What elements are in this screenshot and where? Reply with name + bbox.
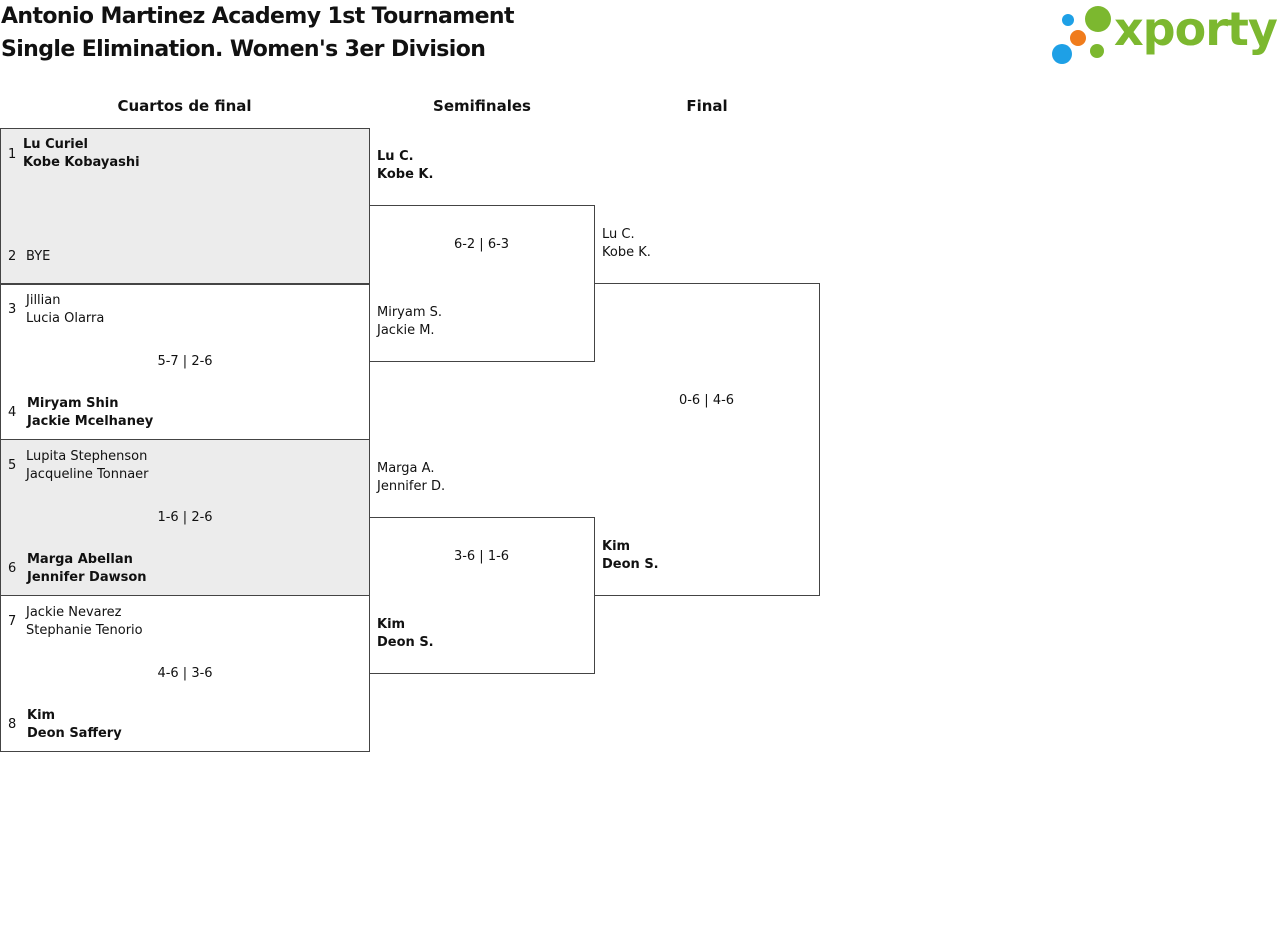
player-name: Lu C. — [377, 149, 414, 164]
seed-number: 2 — [8, 249, 17, 264]
player-name: Kim — [602, 539, 631, 554]
semifinal-2-team-bottom: Kim Deon S. — [377, 616, 434, 652]
team-bottom: Kim Deon Saffery — [27, 707, 122, 743]
semifinal-1-team-top: Lu C. Kobe K. — [377, 148, 433, 184]
player-name: Lu C. — [602, 227, 635, 242]
player-name: Stephanie Tenorio — [26, 623, 143, 638]
player-name: BYE — [26, 249, 51, 264]
player-name: Miryam S. — [377, 305, 443, 320]
quarterfinal-match-4[interactable]: 7 Jackie Nevarez Stephanie Tenorio 4-6 |… — [0, 595, 370, 752]
player-name: Jennifer D. — [377, 479, 446, 494]
team-top: Jackie Nevarez Stephanie Tenorio — [26, 604, 143, 640]
logo-dot-blue-small — [1062, 14, 1074, 26]
quarterfinal-match-1[interactable]: 1 Lu Curiel Kobe Kobayashi 2 BYE — [0, 128, 370, 285]
team-top: Lupita Stephenson Jacqueline Tonnaer — [26, 448, 149, 484]
final-match[interactable]: 0-6 | 4-6 — [594, 283, 820, 596]
player-name: Lucia Olarra — [26, 311, 105, 326]
player-name: Jacqueline Tonnaer — [26, 467, 149, 482]
semifinal-2-team-top: Marga A. Jennifer D. — [377, 460, 445, 496]
player-name: Miryam Shin — [27, 396, 119, 411]
round-header-final: Final — [686, 97, 728, 115]
seed-number: 5 — [8, 458, 17, 473]
round-header-semifinals: Semifinales — [433, 97, 531, 115]
seed-number: 6 — [8, 561, 17, 576]
logo-dot-green-small — [1090, 44, 1104, 58]
logo-dot-orange — [1070, 30, 1086, 46]
semifinal-1-team-bottom: Miryam S. Jackie M. — [377, 304, 442, 340]
logo-dot-green — [1085, 6, 1111, 32]
quarterfinal-match-3[interactable]: 5 Lupita Stephenson Jacqueline Tonnaer 1… — [0, 439, 370, 596]
seed-number: 1 — [8, 147, 17, 162]
player-name: Deon Saffery — [27, 726, 122, 741]
seed-number: 7 — [8, 614, 17, 629]
seed-number: 4 — [8, 405, 17, 420]
tournament-subtitle: Single Elimination. Women's 3er Division — [1, 37, 486, 62]
team-top: Jillian Lucia Olarra — [26, 292, 104, 328]
xporty-logo[interactable]: xporty — [1050, 2, 1278, 66]
player-name: Marga A. — [377, 461, 435, 476]
final-team-bottom: Kim Deon S. — [602, 538, 659, 574]
player-name: Kim — [27, 708, 56, 723]
player-name: Jackie Nevarez — [26, 605, 122, 620]
player-name: Marga Abellan — [27, 552, 133, 567]
match-score: 6-2 | 6-3 — [453, 237, 510, 252]
player-name: Deon S. — [377, 635, 434, 650]
final-team-top: Lu C. Kobe K. — [602, 226, 651, 262]
seed-number: 3 — [8, 302, 17, 317]
player-name: Jackie M. — [377, 323, 435, 338]
match-score: 5-7 | 2-6 — [157, 354, 213, 369]
match-score: 0-6 | 4-6 — [678, 393, 735, 408]
seed-number: 8 — [8, 717, 17, 732]
player-name: Jillian — [26, 293, 61, 308]
tournament-title: Antonio Martinez Academy 1st Tournament — [1, 4, 515, 29]
match-score: 3-6 | 1-6 — [453, 549, 510, 564]
player-name: Lupita Stephenson — [26, 449, 148, 464]
player-name: Lu Curiel — [23, 137, 88, 152]
logo-text: xporty — [1114, 2, 1278, 56]
match-score: 4-6 | 3-6 — [157, 666, 213, 681]
player-name: Kim — [377, 617, 406, 632]
quarterfinal-match-2[interactable]: 3 Jillian Lucia Olarra 5-7 | 2-6 4 Mirya… — [0, 283, 370, 440]
player-name: Kobe K. — [602, 245, 651, 260]
player-name: Kobe Kobayashi — [23, 155, 140, 170]
team-bottom: Miryam Shin Jackie Mcelhaney — [27, 395, 153, 431]
player-name: Jennifer Dawson — [27, 570, 147, 585]
player-name: Deon S. — [602, 557, 659, 572]
team-top: Lu Curiel Kobe Kobayashi — [23, 136, 140, 172]
team-bottom: BYE — [26, 248, 50, 266]
match-score: 1-6 | 2-6 — [157, 510, 213, 525]
team-bottom: Marga Abellan Jennifer Dawson — [27, 551, 147, 587]
player-name: Kobe K. — [377, 167, 434, 182]
player-name: Jackie Mcelhaney — [27, 414, 154, 429]
round-header-quarterfinals: Cuartos de final — [117, 97, 252, 115]
logo-dot-blue-large — [1052, 44, 1072, 64]
